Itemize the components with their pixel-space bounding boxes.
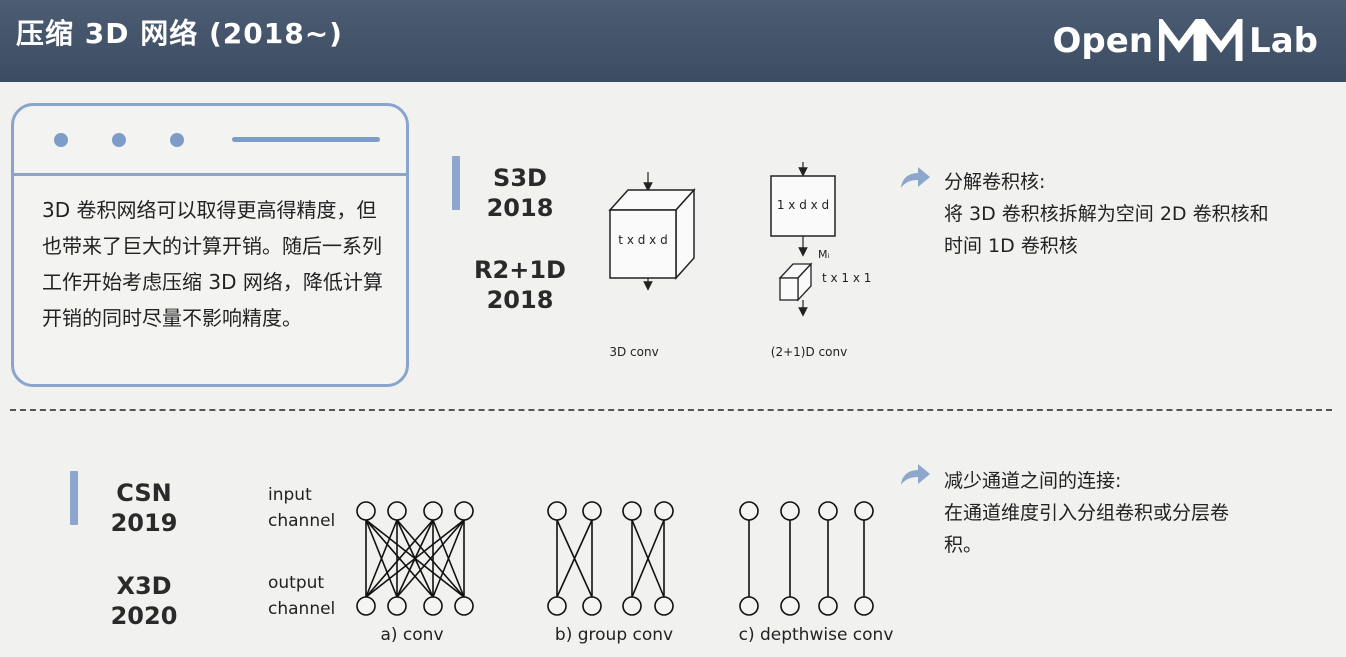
caption-conv: a) conv (380, 625, 443, 645)
conv-output-node (387, 596, 407, 616)
conv-input-node (454, 501, 474, 521)
conv-input-node (387, 501, 407, 521)
model-name: R2+1D (474, 256, 566, 284)
depthwise-conv-input-node (780, 501, 800, 521)
card-title-line (232, 137, 380, 142)
conv21d-diagram: 1 x d x d Mᵢ t x 1 x 1 (2+1)D conv (770, 162, 871, 359)
caption-depthwise-conv: c) depthwise conv (739, 625, 894, 645)
channel-connection-diagram: input channel output channel a) conv b) … (268, 485, 894, 645)
section-marker-bottom (70, 471, 78, 525)
decompose-body: 将 3D 卷积核拆解为空间 2D 卷积核和时间 1D 卷积核 (944, 203, 1269, 257)
depthwise-conv-output-node (780, 596, 800, 616)
depthwise-conv-input-node (818, 501, 838, 521)
model-name: CSN (116, 479, 172, 507)
conv-connection (365, 519, 465, 598)
openmmlab-logo: Open Lab (1053, 16, 1318, 66)
temporal-conv-label: t x 1 x 1 (822, 271, 871, 285)
conv-connection (432, 519, 465, 598)
decompose-description: 分解卷积核: 将 3D 卷积核拆解为空间 2D 卷积核和时间 1D 卷积核 (944, 166, 1274, 262)
card-dot (112, 133, 126, 147)
group-conv-input-node (547, 501, 567, 521)
conv-connection (396, 519, 465, 598)
group-conv-input-node (654, 501, 674, 521)
section-marker-top (452, 156, 460, 210)
spatial-conv-label: 1 x d x d (777, 198, 829, 212)
group-conv-output-node (582, 596, 602, 616)
card-text: 3D 卷积网络可以取得更高得精度，但也带来了巨大的计算开销。随后一系列工作开始考… (42, 198, 383, 330)
conv-output-node (423, 596, 443, 616)
group-conv-output-node (547, 596, 567, 616)
group-conv-connection (631, 519, 665, 598)
conv-connection (365, 519, 434, 598)
caption-group-conv: b) group conv (555, 625, 673, 645)
channel-description: 减少通道之间的连接: 在通道维度引入分组卷积或分层卷积。 (944, 465, 1254, 561)
conv-connection (365, 519, 398, 598)
model-year: 2018 (486, 286, 554, 314)
depthwise-conv-input-node (854, 501, 874, 521)
group-conv-output-node (654, 596, 674, 616)
conv-output-node (356, 596, 376, 616)
curved-arrow-icon (901, 464, 930, 485)
conv3d-label: t x d x d (618, 233, 667, 247)
conv-input-node (356, 501, 376, 521)
depthwise-conv-output-node (854, 596, 874, 616)
model-year: 2019 (110, 509, 178, 537)
title-bar: 压缩 3D 网络 (2018~) Open Lab (0, 0, 1346, 82)
decompose-title: 分解卷积核: (944, 171, 1046, 193)
group-conv-output-node (622, 596, 642, 616)
channel-body: 在通道维度引入分组卷积或分层卷积。 (944, 502, 1230, 556)
model-label-s3d: S3D 2018 (470, 163, 570, 223)
logo-text-open: Open (1052, 21, 1154, 61)
curved-arrow-icon (901, 167, 930, 188)
mi-label: Mᵢ (818, 248, 829, 261)
group-conv-connection (556, 519, 593, 598)
card-dot (170, 133, 184, 147)
card-divider (14, 173, 406, 176)
depthwise-conv-input-node (739, 501, 759, 521)
model-label-r2plus1d: R2+1D 2018 (470, 255, 570, 315)
group-conv-input-node (582, 501, 602, 521)
conv21d-caption: (2+1)D conv (771, 345, 847, 359)
conv-output-node (454, 596, 474, 616)
conv-decomposition-diagram: t x d x d 3D conv 1 x d x d Mᵢ t x 1 x 1… (608, 162, 871, 359)
conv-input-node (423, 501, 443, 521)
input-label: channel (268, 511, 335, 531)
channel-title: 减少通道之间的连接: (944, 470, 1122, 492)
model-name: X3D (116, 572, 172, 600)
group-conv-input-node (622, 501, 642, 521)
logo-text-lab: Lab (1249, 21, 1318, 61)
conv3d-cube: t x d x d 3D conv (608, 172, 696, 359)
output-label: channel (268, 599, 335, 619)
model-year: 2018 (486, 194, 554, 222)
info-card: 3D 卷积网络可以取得更高得精度，但也带来了巨大的计算开销。随后一系列工作开始考… (11, 103, 409, 387)
input-label: input (268, 485, 312, 505)
model-label-csn: CSN 2019 (94, 478, 194, 538)
section-divider (10, 409, 1332, 411)
depthwise-conv-output-node (739, 596, 759, 616)
model-year: 2020 (110, 602, 178, 630)
model-label-x3d: X3D 2020 (94, 571, 194, 631)
depthwise-conv-output-node (818, 596, 838, 616)
card-dot (54, 133, 68, 147)
logo-mm-mark (1159, 19, 1243, 61)
model-name: S3D (493, 164, 547, 192)
conv3d-caption: 3D conv (609, 345, 658, 359)
output-label: output (268, 573, 324, 593)
page-title: 压缩 3D 网络 (2018~) (16, 17, 343, 50)
